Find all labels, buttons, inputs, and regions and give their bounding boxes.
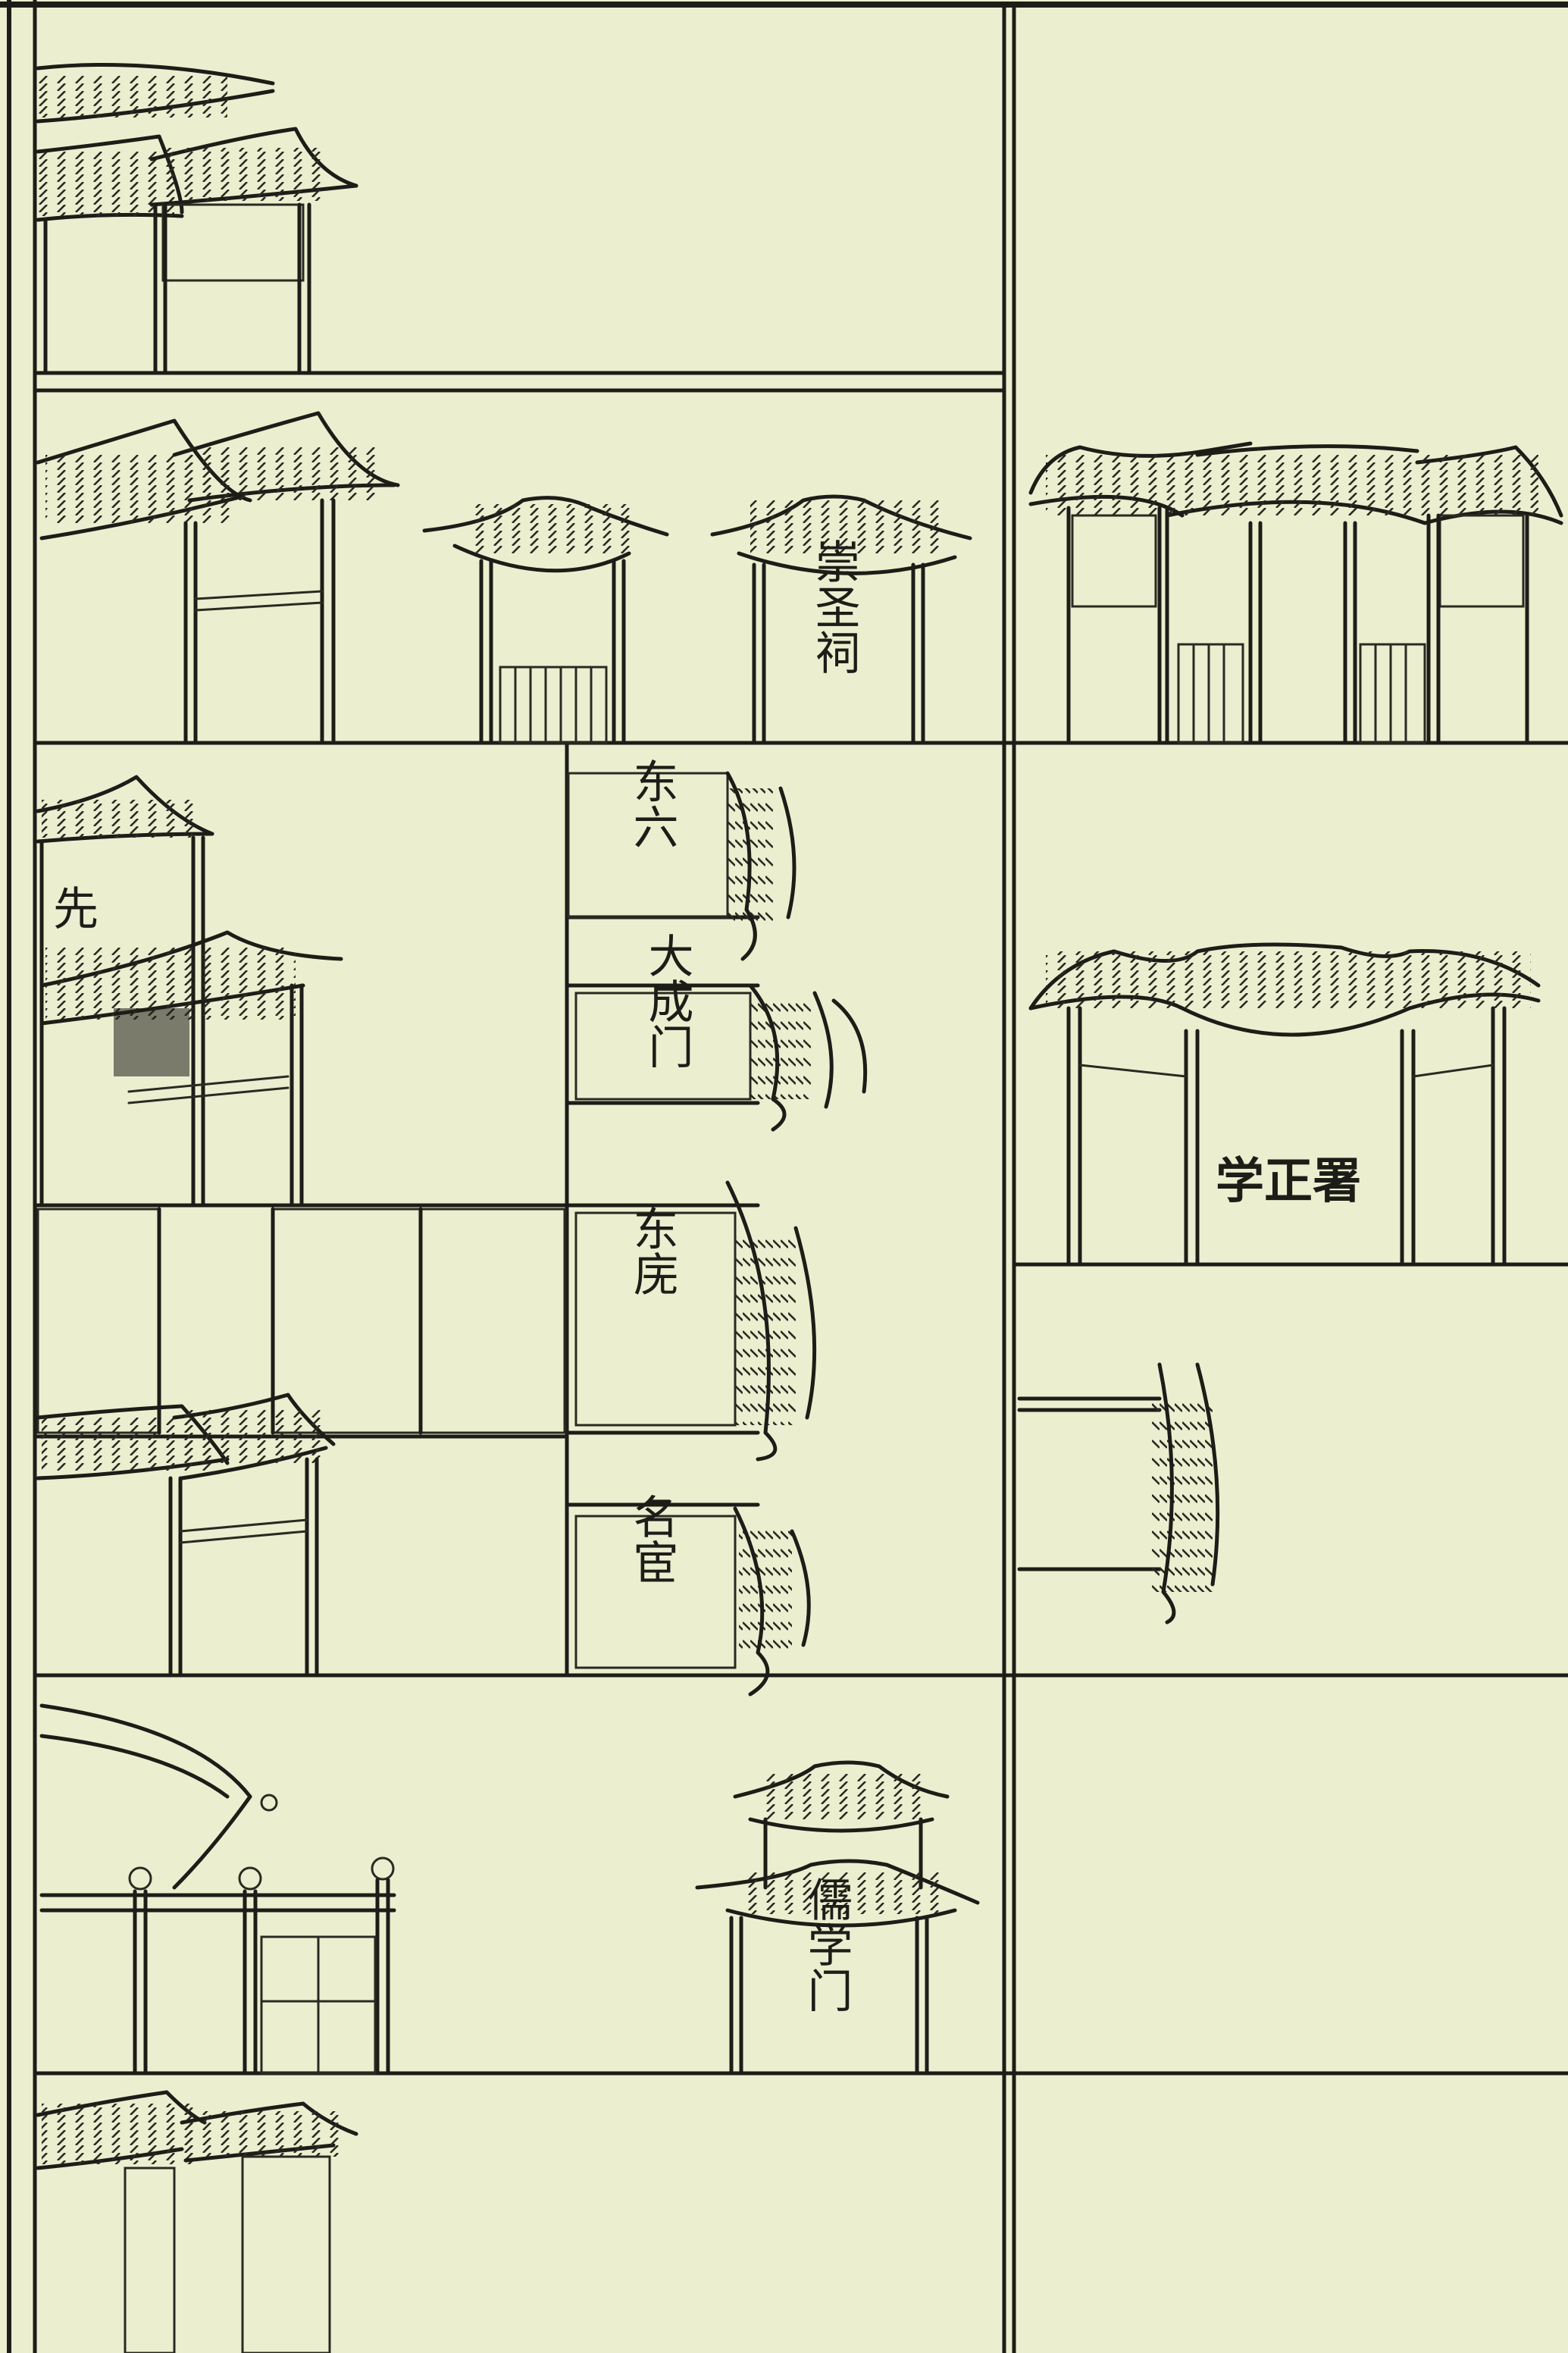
- label-xian: 先: [53, 883, 99, 936]
- top-left-gate: [36, 63, 358, 374]
- lower-arch-gate: [39, 1703, 396, 2076]
- lower-left-gates: [36, 1393, 336, 1678]
- label-ming-huan: 名宦: [625, 1493, 678, 1584]
- bottom-left-gates: [36, 2090, 358, 2353]
- label-xue-zheng-shu: 学正署: [1216, 1153, 1361, 1210]
- right-side-gate: [1017, 1362, 1220, 1625]
- label-da-cheng-men: 大成门: [640, 932, 693, 1069]
- ruxue-gate-pavilion: [695, 1760, 980, 2076]
- center-side-halls: [567, 771, 868, 1697]
- label-dong-wu: 东庑: [625, 1205, 678, 1296]
- xuezheng-office: [1028, 942, 1541, 1267]
- label-dong-yuan: 东六: [625, 758, 678, 849]
- row2-gates: [36, 411, 972, 745]
- left-pavilion-xian: [36, 775, 343, 1208]
- right-triple-gate: [1028, 441, 1563, 745]
- label-ru-xue-men: 儒学门: [800, 1876, 853, 2013]
- label-chongsheng-ci: 崇圣祠: [807, 538, 860, 675]
